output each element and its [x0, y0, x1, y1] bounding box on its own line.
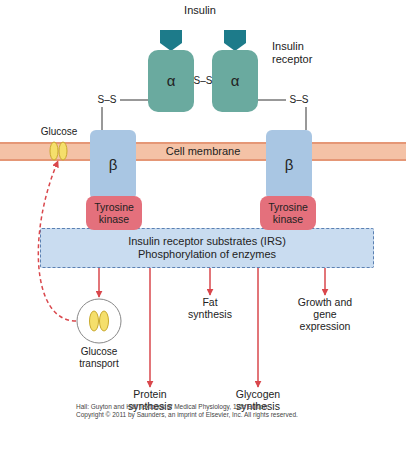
- copyright-note: Hall: Guyton and Hall Textbook of Medica…: [76, 403, 406, 410]
- node-text: Cell membrane: [166, 145, 241, 158]
- node-text: Phosphorylation of enzymes: [138, 248, 276, 261]
- bond-label: S–S: [286, 94, 312, 106]
- disulfide-bond: [102, 107, 103, 130]
- insulin-molecule: [160, 30, 182, 51]
- glucose-transporter: [100, 311, 109, 331]
- disulfide-bond: [258, 100, 286, 101]
- arrow-connector: [209, 268, 211, 295]
- membrane-band: Cell membrane: [0, 142, 406, 161]
- receptor-box: Insulin receptor substrates (IRS)Phospho…: [40, 228, 374, 268]
- bond-label: S–S: [94, 94, 120, 106]
- arrow-connector: [38, 161, 76, 321]
- receptor-box: β: [90, 130, 136, 200]
- part-label: Insulin receptor: [272, 40, 328, 65]
- part-label: Glucose: [36, 126, 82, 138]
- disulfide-bond: [306, 107, 307, 130]
- copyright-note: Copyright © 2011 by Saunders, an imprint…: [76, 411, 406, 418]
- arrow-connector: [324, 268, 326, 295]
- receptor-box: β: [266, 130, 312, 200]
- circle-outline: [77, 299, 121, 343]
- node-text: β: [109, 156, 118, 173]
- node-text: α: [231, 72, 240, 89]
- node-text: Growth and gene expression: [292, 296, 358, 332]
- node-caption: Glucose transport: [64, 346, 134, 369]
- arrow-connector: [98, 268, 100, 297]
- receptor-box: α: [148, 50, 194, 112]
- outcome-node: Growth and gene expression: [292, 296, 358, 340]
- receptor-box: Tyrosine kinase: [260, 196, 316, 230]
- insulin-molecule: [224, 30, 246, 51]
- receptor-box: α: [212, 50, 258, 112]
- arrow-connector: [257, 268, 259, 387]
- node-text: Insulin receptor substrates (IRS): [128, 235, 286, 248]
- node-text: β: [285, 156, 294, 173]
- node-text: Tyrosine kinase: [86, 201, 142, 225]
- disulfide-bond: [120, 100, 148, 101]
- node-text: Tyrosine kinase: [260, 201, 316, 225]
- node-text: Fat synthesis: [182, 296, 238, 320]
- glucose-transporter: [90, 311, 99, 331]
- receptor-box: Tyrosine kinase: [86, 196, 142, 230]
- transport-circle: Glucose transport: [76, 298, 122, 344]
- arrow-connector: [149, 268, 151, 387]
- part-label: Insulin: [170, 4, 230, 17]
- outcome-node: Fat synthesis: [182, 296, 238, 324]
- circle-outline: [76, 298, 122, 344]
- bond-label: S–S: [192, 75, 214, 87]
- node-text: α: [167, 72, 176, 89]
